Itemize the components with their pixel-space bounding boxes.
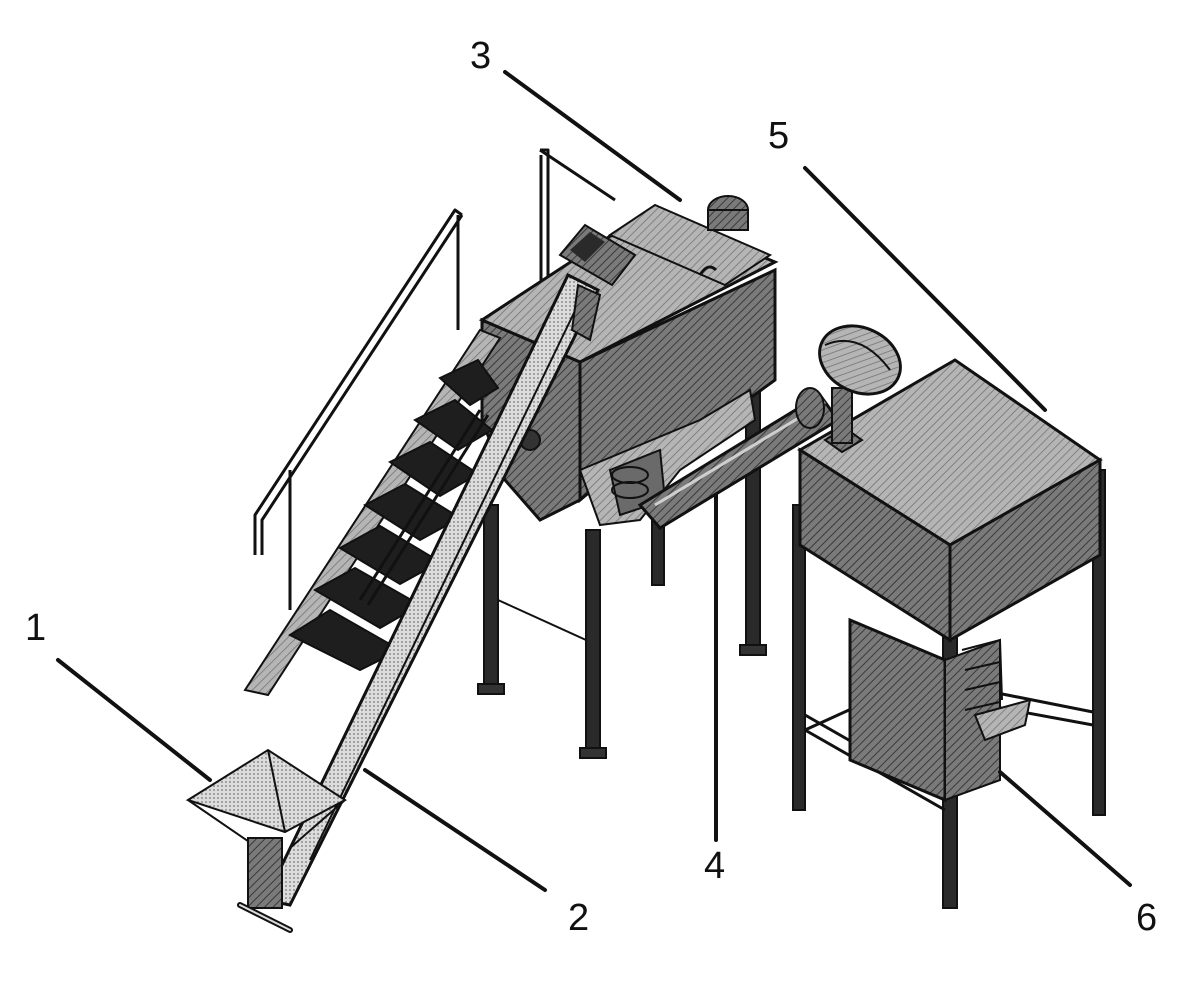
stair-handrail bbox=[253, 208, 490, 610]
callout-number-4: 4 bbox=[704, 845, 725, 887]
feed-hopper bbox=[185, 748, 347, 933]
packing-unit bbox=[792, 324, 1106, 909]
access-stairs bbox=[243, 208, 502, 697]
callout-number-6: 6 bbox=[1136, 897, 1157, 939]
hopper-base bbox=[247, 837, 283, 909]
leader-line-5 bbox=[803, 166, 1047, 412]
packing-box-side bbox=[948, 457, 1102, 643]
callout-leaders bbox=[56, 70, 1132, 892]
conveyor-top-motor bbox=[558, 223, 637, 287]
leader-line-6 bbox=[998, 770, 1132, 887]
callout-number-1: 1 bbox=[25, 607, 46, 649]
leader-line-3 bbox=[503, 70, 682, 202]
leader-line-2 bbox=[363, 768, 547, 892]
bagging-unit-body bbox=[848, 617, 947, 803]
mixer-lid-raised-section bbox=[607, 203, 773, 287]
feed-inlet-dish bbox=[818, 324, 902, 396]
leader-line-1 bbox=[56, 658, 212, 782]
callout-number-5: 5 bbox=[768, 115, 789, 157]
callout-number-2: 2 bbox=[568, 897, 589, 939]
callout-number-3: 3 bbox=[470, 35, 491, 77]
platform-railing bbox=[539, 148, 616, 295]
callout-labels: 1 2 3 4 5 6 bbox=[25, 35, 1157, 939]
